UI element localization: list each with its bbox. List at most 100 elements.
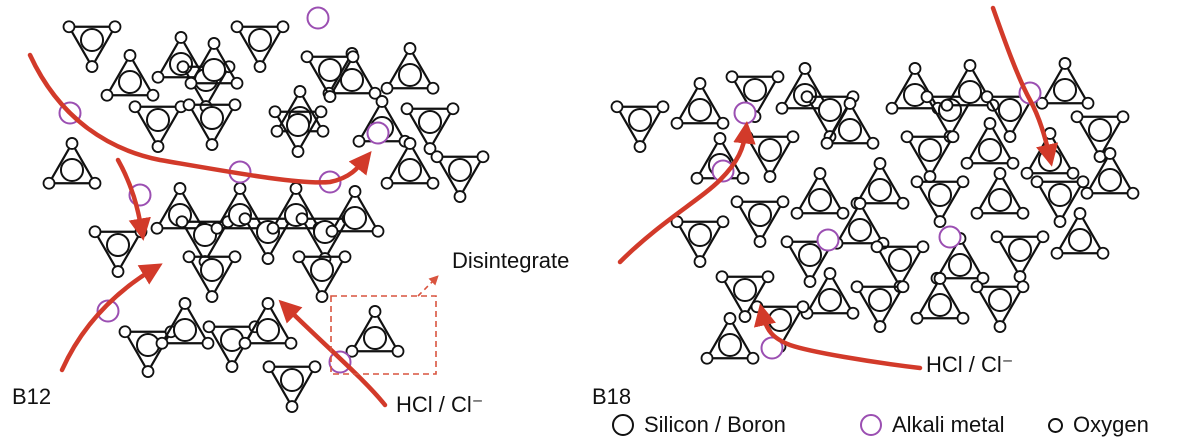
oxygen-atom bbox=[715, 270, 729, 284]
oxygen-atom bbox=[65, 137, 79, 150]
oxygen-atom bbox=[202, 320, 216, 334]
oxygen-atom bbox=[813, 167, 827, 180]
alkali-metal-atom bbox=[306, 6, 330, 30]
oxygen-atom bbox=[338, 250, 352, 264]
oxygen-atom bbox=[253, 60, 267, 73]
oxygen-atom bbox=[62, 20, 76, 34]
oxygen-atom bbox=[270, 124, 284, 138]
acid-attack-arrow bbox=[753, 303, 923, 371]
silicon-boron-atom bbox=[309, 257, 335, 283]
silicon-boron-atom bbox=[747, 202, 773, 228]
acid-attack-arrow bbox=[990, 5, 1059, 167]
oxygen-atom bbox=[315, 290, 329, 303]
silicon-boron-atom bbox=[317, 57, 343, 83]
oxygen-atom bbox=[285, 400, 299, 413]
oxygen-atom bbox=[843, 97, 857, 110]
bond-triangle bbox=[180, 220, 230, 264]
oxygen-atom bbox=[284, 336, 298, 350]
acid-attack-arrow bbox=[278, 299, 388, 408]
oxygen-atom bbox=[368, 305, 382, 318]
oxygen-atom bbox=[371, 224, 385, 238]
silicon-boron-atom bbox=[867, 177, 893, 203]
bond-triangle bbox=[805, 271, 855, 315]
alkali-metal-atom bbox=[938, 225, 962, 249]
oxygen-atom bbox=[885, 101, 899, 115]
oxygen-atom bbox=[174, 31, 188, 44]
oxygen-atom bbox=[946, 130, 960, 144]
bond-triangle bbox=[273, 110, 323, 154]
oxygen-atom bbox=[88, 176, 102, 190]
right-arrow-label: HCl / Cl⁻ bbox=[926, 352, 1014, 377]
oxygen-atom bbox=[430, 150, 444, 164]
bond-triangle bbox=[730, 75, 780, 119]
oxygen-atom bbox=[173, 182, 187, 195]
silicon-boron-atom bbox=[417, 109, 443, 135]
oxygen-atom bbox=[292, 250, 306, 264]
bond-triangle bbox=[705, 316, 755, 360]
oxygen-atom bbox=[426, 81, 440, 95]
oxygen-atom bbox=[763, 170, 777, 183]
oxygen-atom bbox=[753, 235, 767, 248]
oxygen-atom bbox=[790, 206, 804, 220]
alkali-metal-atom bbox=[96, 299, 120, 323]
silicon-boron-atom bbox=[1087, 117, 1113, 143]
oxygen-atom bbox=[368, 86, 382, 100]
oxygen-atom bbox=[205, 290, 219, 303]
silicon-boron-atom bbox=[797, 242, 823, 268]
alkali-metal-atom bbox=[816, 228, 840, 252]
silicon-boron-atom bbox=[105, 232, 131, 258]
oxygen-atom bbox=[146, 88, 160, 102]
oxygen-atom bbox=[1116, 110, 1130, 124]
silicon-boron-atom bbox=[279, 367, 305, 393]
panel-label-b18: B18 bbox=[592, 384, 632, 409]
bond-triangle bbox=[735, 200, 785, 244]
oxygen-atom bbox=[730, 195, 744, 209]
oxygen-atom bbox=[846, 306, 860, 320]
oxygen-atom bbox=[176, 60, 190, 74]
silicon-boron-atom bbox=[987, 187, 1013, 213]
oxygen-atom bbox=[228, 250, 242, 264]
silicon-boron-atom bbox=[1067, 227, 1093, 253]
oxygen-atom bbox=[693, 77, 707, 90]
oxygen-atom bbox=[380, 81, 394, 95]
oxygen-atom bbox=[225, 360, 239, 373]
left-arrow-label: HCl / Cl⁻ bbox=[396, 392, 484, 417]
alkali-metal-atom bbox=[328, 350, 352, 374]
silicon-boron-atom bbox=[397, 157, 423, 183]
alkali-metal-swatch-icon bbox=[860, 414, 882, 436]
oxygen-atom bbox=[670, 116, 684, 130]
oxygen-atom bbox=[345, 344, 359, 358]
disintegrate-leader bbox=[417, 275, 439, 297]
oxygen-atom bbox=[1103, 147, 1117, 160]
panel-label-b12: B12 bbox=[12, 384, 52, 409]
oxygen-atom bbox=[118, 325, 132, 339]
oxygen-atom bbox=[1016, 280, 1030, 294]
acid-attack-arrow bbox=[115, 157, 151, 241]
oxygen-atom bbox=[182, 98, 196, 112]
bond-triangle bbox=[350, 309, 400, 353]
oxygen-atom bbox=[900, 130, 914, 144]
silicon-boron-atom bbox=[887, 247, 913, 273]
silicon-boron-atom bbox=[397, 62, 423, 88]
oxygen-atom bbox=[1080, 186, 1094, 200]
oxygen-atom bbox=[896, 280, 910, 294]
oxygen-atom bbox=[380, 176, 394, 190]
silicon-boron-atom bbox=[742, 77, 768, 103]
oxygen-atom bbox=[453, 190, 467, 203]
b18-network bbox=[610, 57, 1140, 365]
bond-triangle bbox=[405, 107, 455, 151]
bond-triangle bbox=[297, 255, 347, 299]
oxygen-atom bbox=[910, 311, 924, 325]
bond-triangle bbox=[1085, 151, 1135, 195]
oxygen-atom bbox=[323, 90, 337, 103]
oxygen-atom bbox=[803, 275, 817, 288]
disintegrate-callout bbox=[330, 275, 439, 375]
silicon-boron-atom bbox=[757, 137, 783, 163]
oxygen-atom bbox=[1016, 206, 1030, 220]
silicon-boron-atom bbox=[687, 97, 713, 123]
oxygen-atom bbox=[205, 138, 219, 151]
oxygen-atom bbox=[693, 255, 707, 268]
oxygen-atom bbox=[391, 344, 405, 358]
silicon-boron-atom bbox=[1052, 77, 1078, 103]
